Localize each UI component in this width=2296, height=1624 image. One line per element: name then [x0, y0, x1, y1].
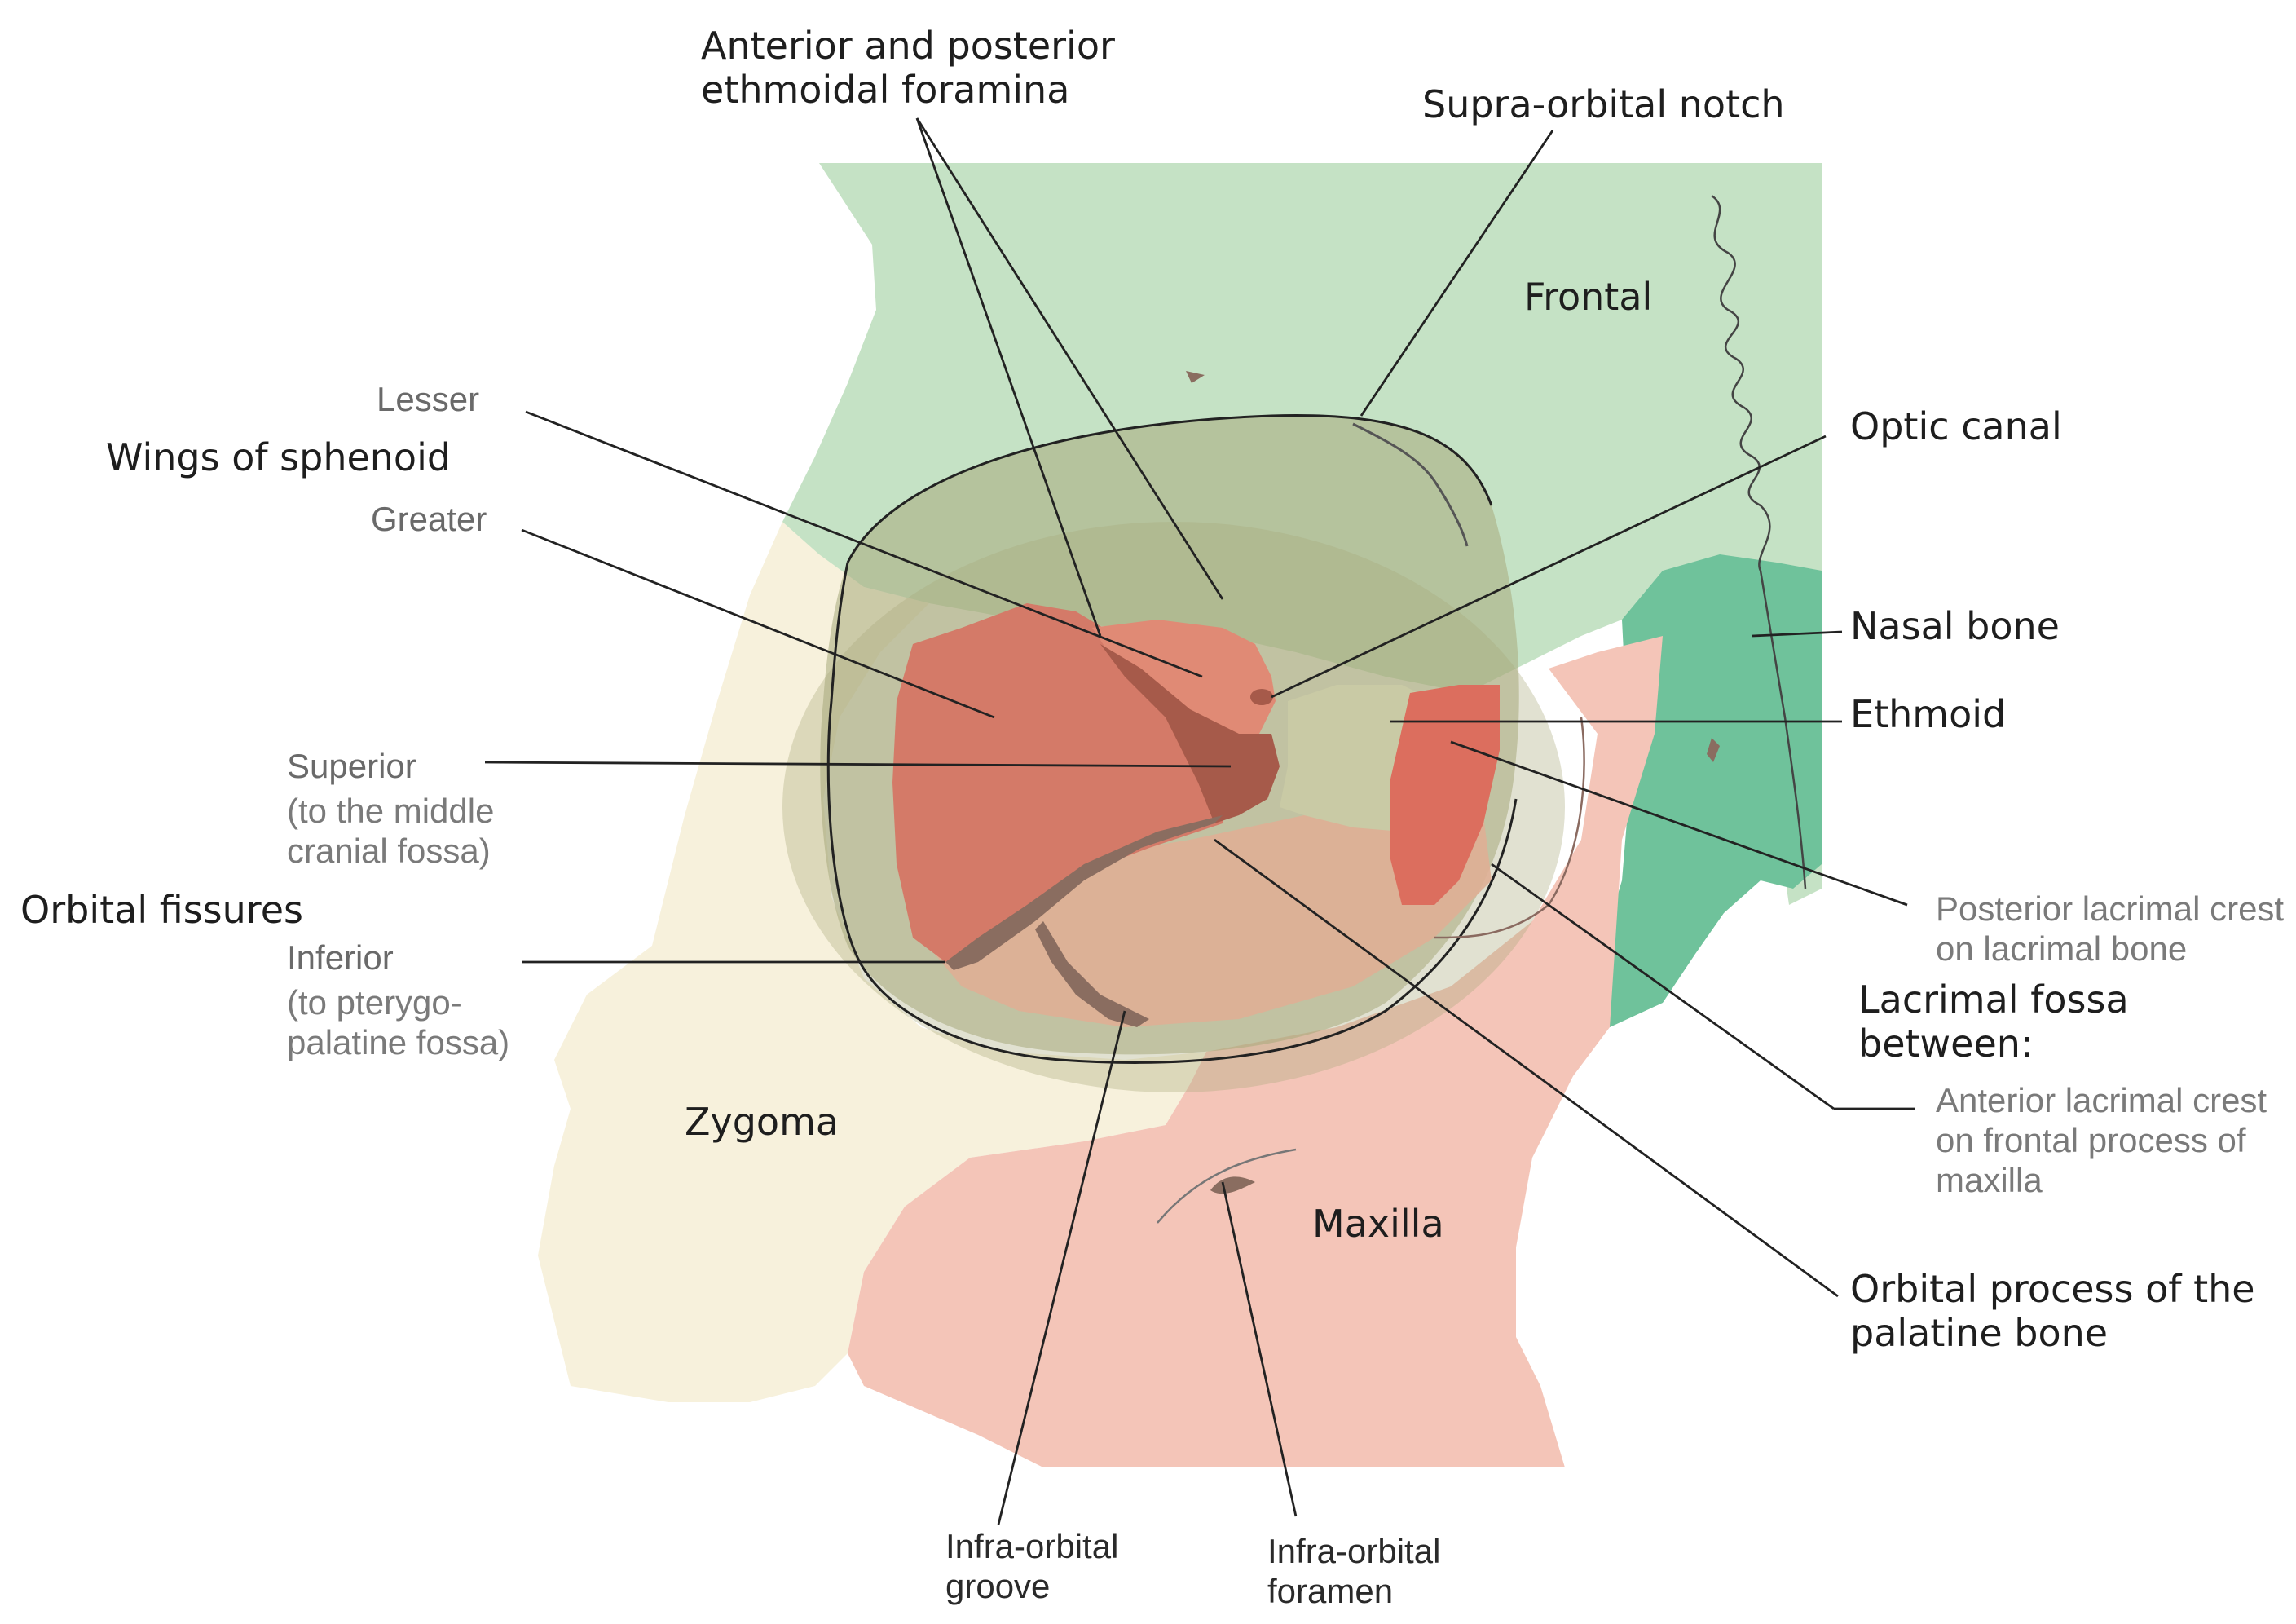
label-ethmoid: Ethmoid	[1850, 692, 2007, 736]
orbital-rim	[826, 414, 1518, 1064]
label-ethmoidal-foramina-line2: ethmoidal foramina	[701, 67, 1070, 112]
frontonasal-suture	[1711, 194, 1807, 889]
label-anterior-lacrimal-crest: Anterior lacrimal crest on frontal proce…	[1936, 1080, 2267, 1200]
leader-superior	[484, 761, 1232, 768]
leader-infra-groove	[997, 1010, 1126, 1525]
superior-orbital-fissure	[1100, 644, 1280, 823]
label-superior-sub-line1: (to the middle	[287, 792, 495, 830]
label-anterior-lacrimal-crest-line3: maxilla	[1936, 1161, 2043, 1200]
label-superior-sub-line2: cranial fossa)	[287, 832, 491, 871]
leader-optic	[1271, 435, 1827, 699]
label-ethmoidal-foramina-line1: Anterior and posterior	[701, 24, 1115, 68]
label-orbital-process-palatine: Orbital process of the palatine bone	[1850, 1267, 2255, 1356]
label-greater: Greater	[371, 500, 487, 538]
leader-palatine	[1214, 838, 1839, 1298]
label-lacrimal-fossa-line1: Lacrimal fossa	[1858, 977, 2129, 1022]
label-posterior-lacrimal-crest-line2: on lacrimal bone	[1936, 929, 2188, 969]
label-nasal-bone: Nasal bone	[1850, 604, 2060, 648]
label-infra-orbital-foramen: Infra-orbital foramen	[1267, 1531, 1440, 1611]
label-lacrimal-fossa: Lacrimal fossa between:	[1858, 977, 2129, 1066]
leader-ethmoidal-b	[915, 117, 1224, 600]
infra-orbital-groove-shape	[1035, 921, 1149, 1027]
frontal-foramen-mark	[1186, 371, 1205, 383]
label-ethmoidal-foramina: Anterior and posterior ethmoidal foramin…	[701, 24, 1115, 113]
leader-ethmoidal-a	[915, 117, 1102, 637]
label-inferior: Inferior	[287, 938, 394, 977]
label-inferior-sub: (to pterygo- palatine fossa)	[287, 982, 509, 1062]
leader-lesser	[525, 410, 1203, 678]
label-inferior-sub-line2: palatine fossa)	[287, 1023, 510, 1062]
label-maxilla: Maxilla	[1312, 1202, 1444, 1246]
label-infra-orbital-foramen-line2: foramen	[1267, 1572, 1394, 1611]
label-anterior-lacrimal-crest-line2: on frontal process of	[1936, 1121, 2246, 1160]
label-posterior-lacrimal-crest: Posterior lacrimal crest on lacrimal bon…	[1936, 889, 2284, 969]
zygoma-bone	[538, 522, 1206, 1402]
leader-nasal	[1752, 630, 1843, 638]
label-lacrimal-fossa-line2: between:	[1858, 1021, 2034, 1066]
label-infra-orbital-groove: Infra-orbital groove	[945, 1526, 1118, 1606]
leader-greater	[521, 528, 995, 719]
label-wings-of-sphenoid: Wings of sphenoid	[106, 435, 452, 479]
label-orbital-process-palatine-line2: palatine bone	[1850, 1310, 2109, 1355]
inferior-orbital-fissure	[945, 815, 1223, 970]
label-infra-orbital-groove-line2: groove	[945, 1567, 1051, 1606]
leader-lines	[484, 117, 1915, 1525]
lacrimal-bone	[1390, 685, 1500, 905]
anterior-lacrimal-crest-edge	[1434, 717, 1585, 939]
label-frontal: Frontal	[1524, 275, 1653, 319]
maxilla-bone	[848, 636, 1663, 1467]
leader-posterior-lacrimal	[1450, 740, 1908, 907]
lesser-wing-sphenoid	[1092, 620, 1276, 734]
label-infra-orbital-foramen-line1: Infra-orbital	[1267, 1532, 1441, 1570]
label-anterior-lacrimal-crest-line1: Anterior lacrimal crest	[1936, 1081, 2267, 1119]
optic-canal-shape	[1250, 689, 1273, 705]
leader-anterior-lacrimal-b	[1491, 863, 1835, 1110]
supra-orbital-notch-edge	[1352, 422, 1469, 547]
label-inferior-sub-line1: (to pterygo-	[287, 983, 462, 1022]
nasal-foramen-mark	[1707, 738, 1720, 762]
leader-supra-orbital	[1360, 130, 1554, 417]
label-lesser: Lesser	[377, 380, 480, 418]
label-zygoma: Zygoma	[685, 1100, 840, 1144]
label-orbital-fissures: Orbital fissures	[20, 888, 303, 932]
label-posterior-lacrimal-crest-line1: Posterior lacrimal crest	[1936, 889, 2285, 928]
label-supra-orbital-notch: Supra-orbital notch	[1422, 82, 1785, 126]
label-orbital-process-palatine-line1: Orbital process of the	[1850, 1267, 2255, 1311]
leader-infra-foramen	[1221, 1181, 1298, 1517]
label-superior: Superior	[287, 747, 416, 785]
label-superior-sub: (to the middle cranial fossa)	[287, 791, 494, 871]
infra-orbital-foramen-shape	[1210, 1176, 1255, 1194]
label-infra-orbital-groove-line1: Infra-orbital	[945, 1527, 1119, 1565]
infra-orbital-foramen-edge	[1157, 1148, 1297, 1224]
label-optic-canal: Optic canal	[1850, 404, 2062, 448]
